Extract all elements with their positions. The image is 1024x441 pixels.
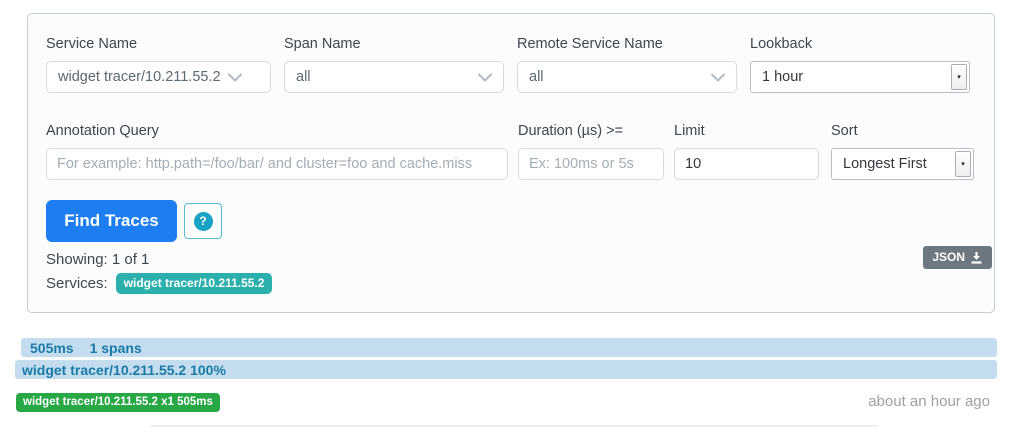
- duration-input[interactable]: [518, 148, 664, 180]
- json-download-button[interactable]: JSON: [923, 246, 992, 269]
- remote-service-name-group: Remote Service Name all: [517, 36, 737, 93]
- span-name-group: Span Name all: [284, 36, 504, 93]
- duration-group: Duration (µs) >=: [518, 123, 664, 180]
- showing-count-text: Showing: 1 of 1: [46, 251, 150, 268]
- find-traces-button[interactable]: Find Traces: [46, 200, 177, 242]
- remote-service-name-value: all: [529, 69, 544, 85]
- trace-time-ago: about an hour ago: [868, 393, 990, 410]
- json-button-label: JSON: [932, 250, 965, 264]
- limit-label: Limit: [674, 123, 705, 139]
- remote-service-name-label: Remote Service Name: [517, 36, 663, 52]
- trace-meta-row: widget tracer/10.211.55.2 x1 505ms about…: [16, 393, 990, 412]
- question-mark-icon: ?: [193, 211, 213, 231]
- select-arrow-icon: ▾: [951, 64, 967, 90]
- span-name-label: Span Name: [284, 36, 361, 52]
- service-name-label: Service Name: [46, 36, 138, 52]
- span-name-select[interactable]: all: [284, 61, 504, 93]
- lookback-label: Lookback: [750, 36, 813, 52]
- sort-label: Sort: [831, 123, 858, 139]
- trace-results: 505ms 1 spans widget tracer/10.211.55.2 …: [0, 338, 1024, 427]
- chevron-down-icon: [227, 73, 242, 82]
- span-name-value: all: [296, 69, 311, 85]
- trace-service-bar[interactable]: widget tracer/10.211.55.2 100%: [15, 360, 997, 379]
- search-form-row-1: Service Name widget tracer/10.211.55.2 S…: [46, 36, 976, 93]
- duration-label: Duration (µs) >=: [518, 123, 624, 139]
- lookback-value: 1 hour: [762, 69, 804, 85]
- select-arrow-icon: ▾: [955, 151, 971, 177]
- annotation-query-input[interactable]: [46, 148, 508, 180]
- limit-group: Limit: [674, 123, 819, 180]
- download-icon: [970, 251, 983, 264]
- sort-value: Longest First: [843, 156, 927, 172]
- search-form-row-2: Annotation Query Duration (µs) >= Limit …: [46, 123, 976, 180]
- help-button[interactable]: ?: [184, 203, 222, 239]
- lookback-group: Lookback 1 hour ▾: [750, 36, 970, 93]
- trace-service-percent: widget tracer/10.211.55.2 100%: [22, 361, 226, 378]
- service-badge[interactable]: widget tracer/10.211.55.2: [115, 273, 273, 294]
- remote-service-name-select[interactable]: all: [517, 61, 737, 93]
- sort-select[interactable]: Longest First ▾: [831, 148, 974, 180]
- annotation-query-group: Annotation Query: [46, 123, 508, 180]
- trace-service-badge[interactable]: widget tracer/10.211.55.2 x1 505ms: [16, 393, 220, 412]
- service-name-select[interactable]: widget tracer/10.211.55.2: [46, 61, 271, 93]
- trace-duration: 505ms: [30, 339, 74, 356]
- search-panel: Service Name widget tracer/10.211.55.2 S…: [27, 13, 995, 313]
- divider: [150, 425, 878, 427]
- sort-group: Sort Longest First ▾: [831, 123, 974, 180]
- services-row: Services: widget tracer/10.211.55.2: [46, 273, 976, 294]
- chevron-down-icon: [478, 73, 492, 82]
- chevron-down-icon: [711, 73, 725, 82]
- lookback-select[interactable]: 1 hour ▾: [750, 61, 970, 93]
- service-name-value: widget tracer/10.211.55.2: [58, 69, 221, 85]
- services-label: Services:: [46, 275, 108, 292]
- limit-input[interactable]: [674, 148, 819, 180]
- trace-span-count: 1 spans: [89, 339, 142, 356]
- annotation-query-label: Annotation Query: [46, 123, 159, 139]
- service-name-group: Service Name widget tracer/10.211.55.2: [46, 36, 271, 93]
- trace-duration-bar[interactable]: 505ms 1 spans: [21, 338, 997, 357]
- action-button-row: Find Traces ?: [46, 200, 976, 242]
